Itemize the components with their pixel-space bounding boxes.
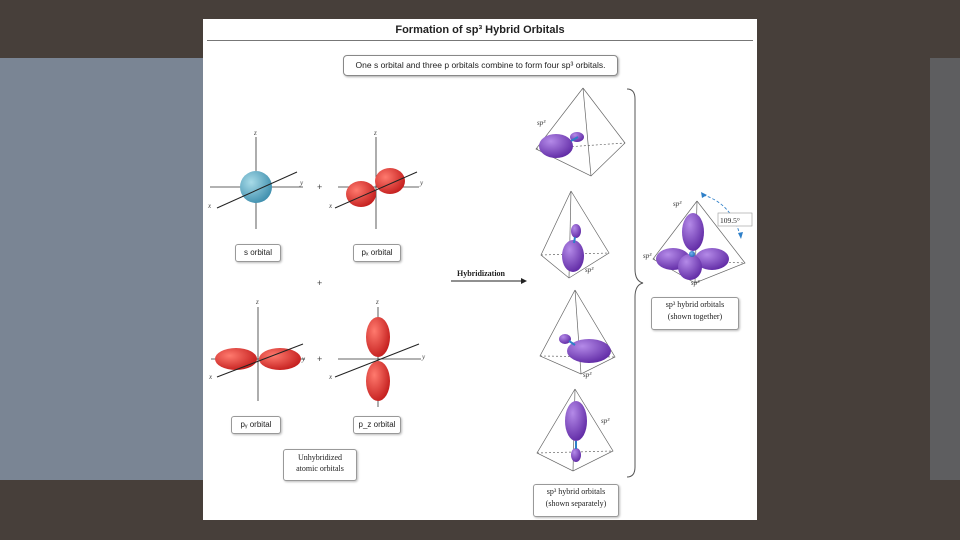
brace [626,88,644,478]
figure-title: Formation of sp³ Hybrid Orbitals [395,24,565,36]
pz-orbital-figure [334,307,421,407]
hybrid-lobe-4 [565,401,587,441]
py-orbital-figure [211,307,305,401]
together-line-1: sp³ hybrid orbitals [665,300,725,309]
summary-callout: One s orbital and three p orbitals combi… [343,55,618,76]
s-orbital-figure [210,137,303,229]
right-background-band [930,58,960,480]
together-label: sp³ hybrid orbitals (shown together) [651,297,739,330]
hybrid-lobe-3 [567,339,611,363]
hybrid-lobe-1 [539,134,573,158]
sp3-label: sp³ [601,417,610,425]
y-axis-label: y [422,353,426,361]
bond-angle-label: 109.5° [720,216,740,225]
sp3-label: sp³ [583,371,592,379]
sp3-label: sp³ [673,200,682,208]
separate-line-2: (shown separately) [545,499,607,508]
px-orbital-figure [334,137,419,229]
separate-line-1: sp³ hybrid orbitals [546,487,606,496]
together-line-2: (shown together) [667,312,723,321]
hybrid-lobe-2 [562,240,584,272]
angle-arc [702,194,741,236]
sp3-label: sp³ [643,252,652,260]
hybridization-label: Hybridization [457,269,506,278]
orbital-diagram [210,87,753,478]
tetrahedron-1 [535,87,626,177]
z-axis-label: z [256,298,259,306]
plus-sign: + [317,182,323,192]
unhybridized-line-1: Unhybridized [298,453,342,462]
sp3-label: sp³ [537,119,546,127]
tetrahedron-3 [539,289,616,375]
sp3-label: sp³ [691,279,700,287]
unhybridized-label: Unhybridized atomic orbitals [283,449,357,481]
sp3-label: sp³ [585,266,594,274]
plus-sign: + [317,354,323,364]
y-axis-label: y [300,179,304,187]
pz-orbital-label: p_z orbital [353,416,401,434]
separate-label: sp³ hybrid orbitals (shown separately) [533,484,619,517]
unhybridized-line-2: atomic orbitals [296,464,344,473]
left-background-band [0,58,203,480]
py-orbital-label: pᵧ orbital [231,416,281,434]
hybrid-lobes-combined [656,213,729,280]
y-axis-label: y [302,355,306,363]
x-axis-label: x [208,202,212,210]
y-axis-label: y [420,179,424,187]
px-orbital-label: pₓ orbital [353,244,401,262]
z-axis-label: z [374,129,377,137]
title-rule [207,40,753,41]
x-axis-label: x [329,202,333,210]
x-axis-label: x [209,373,213,381]
figure-card: Formation of sp³ Hybrid Orbitals One s o… [203,19,757,520]
z-axis-label: z [376,298,379,306]
x-axis-label: x [329,373,333,381]
z-axis-label: z [254,129,257,137]
s-orbital-label: s orbital [235,244,281,262]
plus-sign: + [317,278,323,288]
